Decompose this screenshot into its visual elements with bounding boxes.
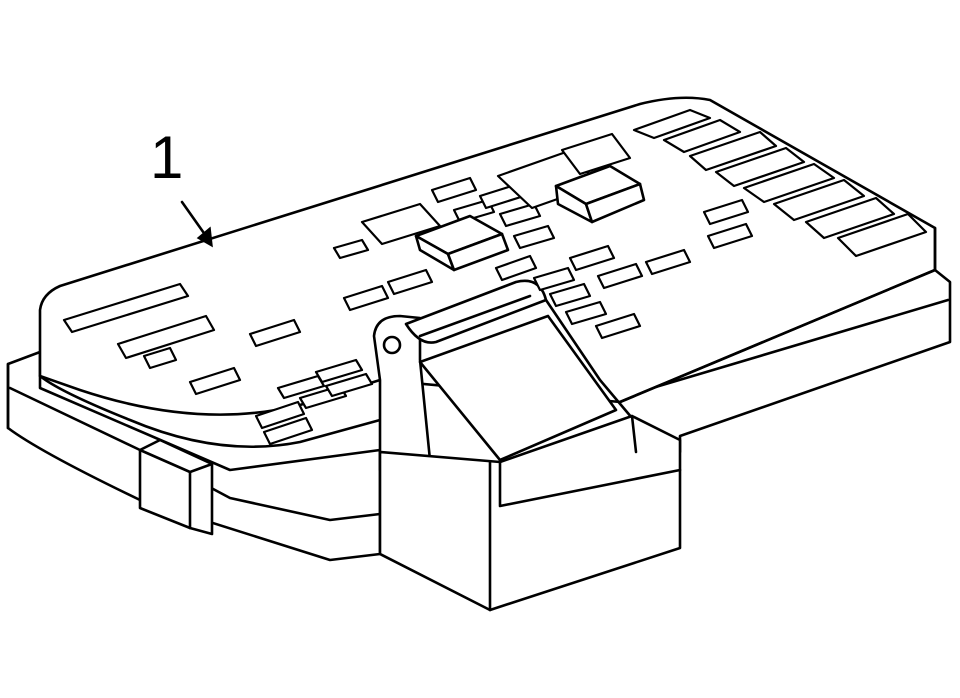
- connector-block: [372, 279, 682, 612]
- callout-leader: [180, 200, 213, 248]
- relays: [414, 164, 646, 272]
- fuse-slots: [62, 108, 928, 446]
- side-clip: [138, 438, 214, 536]
- callout-number: 1: [150, 124, 184, 191]
